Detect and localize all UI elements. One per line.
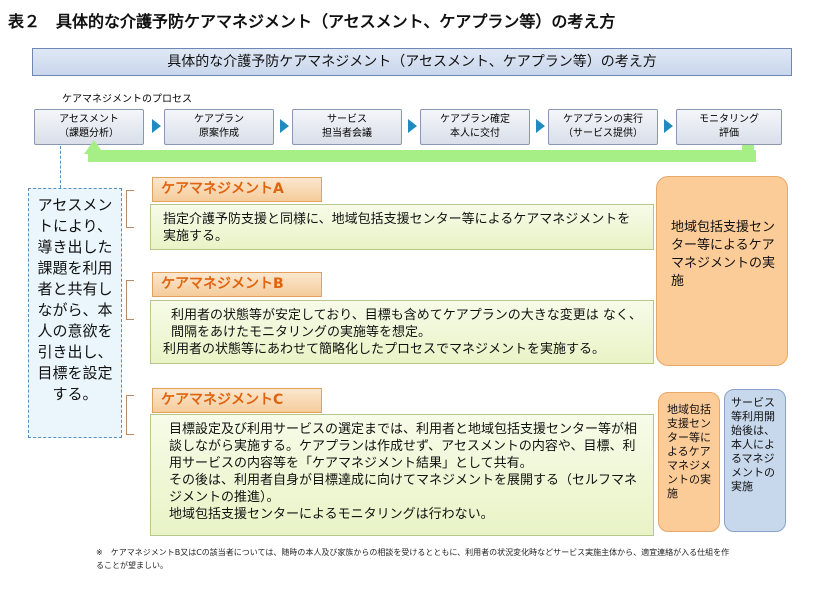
step-line2: （サービス提供） <box>563 128 643 139</box>
figure-title: 表２ 具体的な介護予防ケアマネジメント（アセスメント、ケアプラン等）の考え方 <box>8 12 616 31</box>
step-line1: アセスメント <box>59 114 119 125</box>
care-b-title: ケアマネジメントB <box>152 272 322 297</box>
step-line2: 担当者会議 <box>322 128 372 139</box>
loop-arrow-bar <box>88 150 756 162</box>
assessment-summary-box: アセスメントにより、導き出した課題を利用者と共有しながら、本人の意欲を引き出し、… <box>28 188 122 438</box>
step-arrow-icon <box>152 119 161 133</box>
step-arrow-icon <box>536 119 545 133</box>
bracket-b <box>126 280 134 320</box>
process-label: ケアマネジメントのプロセス <box>62 94 192 105</box>
dashed-connector <box>60 146 61 188</box>
loop-arrowhead-icon <box>84 140 104 154</box>
step-service-meeting: サービス 担当者会議 <box>292 109 402 145</box>
care-c-text-3: 地域包括支援センターによるモニタリングは行わない。 <box>169 507 494 522</box>
step-arrow-icon <box>664 119 673 133</box>
care-b-text-2: 利用者の状態等にあわせて簡略化したプロセスでマネジメントを実施する。 <box>163 342 606 357</box>
step-line1: ケアプラン確定 <box>440 114 510 125</box>
step-line2: 評価 <box>719 128 739 139</box>
care-b-text-1: 利用者の状態等が安定しており、目標も含めてケアプランの大きな変更は なく、間隔を… <box>171 308 642 340</box>
right-box-center-care: 地域包括支援センター等によるケアマネジメントの実施 <box>656 176 788 366</box>
right-box-c-center: 地域包括支援センター等によるケアマネジメントの実施 <box>658 392 720 532</box>
step-careplan-draft: ケアプラン 原案作成 <box>164 109 274 145</box>
right-box-c-self: サービス等利用開始後は、本人によるマネジメントの実施 <box>724 389 786 532</box>
step-monitoring: モニタリング 評価 <box>676 109 782 145</box>
bracket-c <box>126 395 134 435</box>
step-arrow-icon <box>280 119 289 133</box>
step-line1: モニタリング <box>699 114 759 125</box>
care-b-box: 利用者の状態等が安定しており、目標も含めてケアプランの大きな変更は なく、間隔を… <box>150 300 654 364</box>
step-assessment: アセスメント （課題分析） <box>34 109 144 145</box>
step-line1: サービス <box>327 114 367 125</box>
care-c-text-2: その後は、利用者自身が目標達成に向けてマネジメントを展開する（セルフマネジメント… <box>169 473 638 505</box>
banner-title: 具体的な介護予防ケアマネジメント（アセスメント、ケアプラン等）の考え方 <box>32 48 792 76</box>
step-arrow-icon <box>408 119 417 133</box>
step-careplan-execute: ケアプランの実行 （サービス提供） <box>548 109 658 145</box>
care-a-title: ケアマネジメントA <box>152 177 322 202</box>
care-c-box: 目標設定及び利用サービスの選定までは、利用者と地域包括支援センター等が相談しなが… <box>150 414 654 536</box>
footnote: ※ ケアマネジメントB又はCの該当者については、随時の本人及び家族からの相談を受… <box>96 548 730 570</box>
bracket-a <box>126 190 134 228</box>
step-careplan-confirm: ケアプラン確定 本人に交付 <box>420 109 530 145</box>
step-line1: ケアプラン <box>194 114 244 125</box>
step-line1: ケアプランの実行 <box>563 114 643 125</box>
care-c-text-1: 目標設定及び利用サービスの選定までは、利用者と地域包括支援センター等が相談しなが… <box>169 422 638 471</box>
step-line2: 本人に交付 <box>450 128 500 139</box>
care-a-text: 指定介護予防支援と同様に、地域包括支援センター等によるケアマネジメントを実施する… <box>150 204 654 250</box>
care-c-title: ケアマネジメントC <box>152 388 322 413</box>
step-line2: 原案作成 <box>199 128 239 139</box>
step-line2: （課題分析） <box>59 128 119 139</box>
